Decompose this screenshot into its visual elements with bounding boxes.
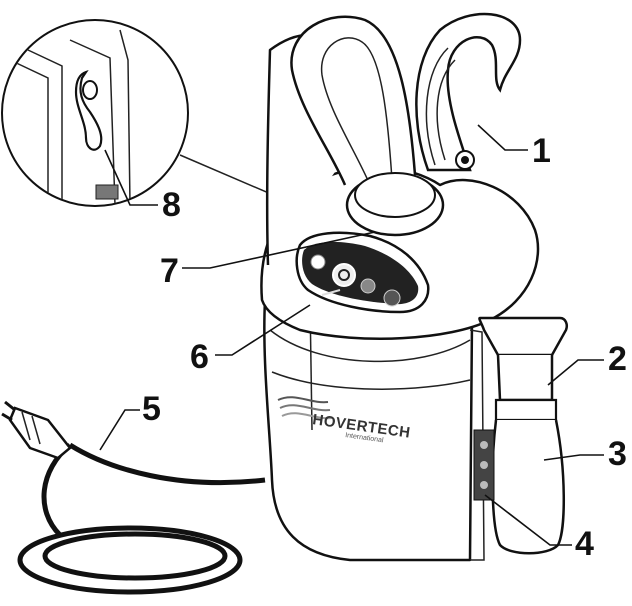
callout-2: 2: [608, 340, 627, 378]
callout-4: 4: [575, 525, 594, 563]
leader-4: [484, 494, 572, 546]
device-body: [260, 33, 540, 562]
callout-1: 1: [532, 132, 551, 170]
vent-grille: [473, 429, 495, 501]
leader-8: [104, 149, 158, 206]
callout-6: 6: [190, 338, 209, 376]
callout-3: 3: [608, 435, 627, 473]
carry-handle: [415, 12, 522, 172]
leader-5: [99, 409, 140, 451]
control-panel: [295, 231, 430, 314]
power-cord: [17, 442, 266, 595]
leader-7: [182, 231, 376, 269]
leader-3: [543, 454, 604, 461]
leader-2: [547, 359, 604, 386]
callout-8: 8: [162, 186, 181, 224]
detail-inset: [1, 19, 189, 207]
leader-6: [215, 304, 311, 356]
leader-1: [477, 124, 528, 151]
callout-5: 5: [142, 390, 161, 428]
callout-7: 7: [160, 252, 179, 290]
power-plug: [1, 400, 72, 460]
hose-arm: [290, 15, 445, 237]
